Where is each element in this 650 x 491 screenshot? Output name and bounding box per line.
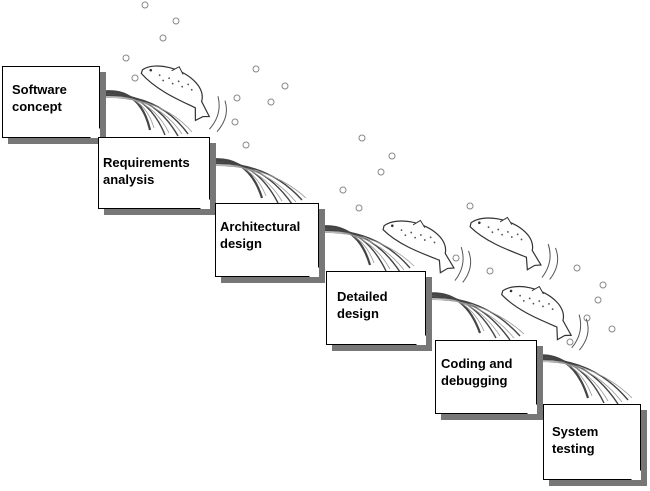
bubble: [608, 325, 616, 333]
stream-line: [423, 297, 515, 339]
stream-line: [207, 161, 293, 205]
stream-line: [532, 358, 629, 401]
stream-line: [423, 299, 525, 335]
bubble: [281, 82, 289, 90]
fish-icon: [501, 285, 589, 351]
fishes: [140, 65, 589, 351]
bubble: [172, 17, 180, 25]
stage-label: System testing: [552, 424, 599, 456]
bubble: [233, 94, 241, 102]
water-stream: [532, 354, 633, 405]
fish-icon: [140, 65, 227, 132]
stream-line: [99, 97, 193, 133]
water-stream: [316, 225, 415, 273]
page-fold: [416, 335, 426, 345]
stream-line: [99, 94, 189, 135]
stream-line: [423, 296, 521, 337]
stream-line: [423, 292, 482, 334]
bubble: [486, 267, 494, 275]
bubble: [466, 202, 474, 210]
bubble: [388, 152, 396, 160]
bubble: [452, 254, 460, 262]
stage-label: Software concept: [12, 82, 67, 114]
stage-label: Coding and debugging: [441, 356, 513, 388]
bubble: [594, 296, 602, 304]
bubble: [573, 264, 581, 272]
stream-line: [532, 361, 633, 399]
page-fold: [200, 199, 210, 209]
stream-line: [316, 232, 415, 267]
stream-line: [207, 165, 307, 199]
bubble: [159, 34, 167, 42]
stream-line: [207, 162, 303, 201]
stream-line: [207, 163, 297, 203]
fish-icon: [469, 216, 559, 280]
stage-requirements-analysis: Requirements analysis: [98, 137, 210, 209]
page-fold: [631, 470, 641, 480]
stage-label: Requirements analysis: [103, 155, 190, 187]
stage-label: Architectural design: [220, 219, 301, 251]
stream-line: [532, 356, 605, 404]
water-stream: [423, 292, 525, 341]
bubble: [231, 118, 239, 126]
bubble: [122, 54, 130, 62]
bubble: [252, 65, 260, 73]
bubble: [377, 168, 385, 176]
stream-line: [423, 293, 497, 339]
fish-icon: [382, 219, 472, 283]
stage-label: Detailed design: [337, 289, 388, 321]
bubbles: [122, 1, 616, 346]
water-streams: [99, 90, 633, 405]
bubble: [355, 204, 363, 212]
stage-software-concept: Software concept: [2, 66, 100, 138]
bubble: [599, 281, 607, 289]
stage-detailed-design: Detailed design: [326, 271, 426, 345]
page-fold: [90, 128, 100, 138]
stream-line: [316, 229, 411, 269]
page-fold: [309, 267, 319, 277]
stream-line: [99, 93, 179, 137]
water-stream: [99, 90, 193, 137]
page-fold: [527, 404, 537, 414]
stream-line: [316, 230, 405, 271]
stream-line: [99, 95, 183, 135]
bubble: [358, 134, 366, 142]
stream-line: [532, 359, 623, 403]
stream-line: [532, 357, 619, 405]
bubble: [339, 186, 347, 194]
stage-system-testing: System testing: [543, 404, 641, 480]
bubble: [566, 338, 574, 346]
bubble: [267, 98, 275, 106]
bubble: [242, 141, 250, 149]
bubble: [131, 74, 139, 82]
water-stream: [207, 158, 307, 205]
stage-coding-and-debugging: Coding and debugging: [435, 340, 537, 414]
stage-architectural-design: Architectural design: [215, 203, 319, 277]
bubble: [141, 1, 149, 9]
